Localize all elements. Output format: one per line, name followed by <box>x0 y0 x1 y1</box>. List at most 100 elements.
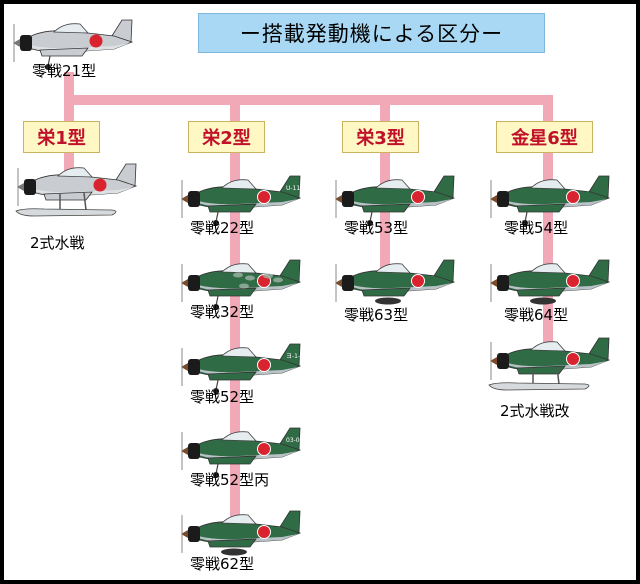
propeller-spinner <box>335 279 342 287</box>
landing-wheel <box>213 220 219 226</box>
zero-32-image <box>181 259 302 310</box>
engine-cowling <box>497 275 509 291</box>
hinomaru-roundel <box>566 274 580 288</box>
landing-wheel <box>367 220 373 226</box>
propeller-spinner <box>490 195 497 203</box>
hinomaru-roundel <box>257 358 271 372</box>
zero-64-image <box>490 259 611 305</box>
engine-cowling <box>20 35 32 51</box>
wing <box>39 47 89 57</box>
hinomaru-roundel <box>93 178 107 192</box>
hinomaru-roundel <box>257 442 271 456</box>
camouflage-spot <box>239 283 249 289</box>
label-zero-53: 零戦53型 <box>344 219 409 237</box>
canopy <box>221 179 257 190</box>
label-zero-21: 零戦21型 <box>32 62 97 80</box>
engine-badge-sakae2: 栄2型 <box>188 121 265 153</box>
wing <box>207 287 257 297</box>
engine-badge-sakae1: 栄1型 <box>23 121 100 153</box>
zero-52c-image: 03-05 <box>181 427 304 478</box>
hinomaru-roundel <box>257 525 271 539</box>
wing <box>207 538 257 548</box>
tail-code: ヨ-1-111 <box>286 353 308 360</box>
connector-col4 <box>543 100 553 365</box>
label-zero-64: 零戦64型 <box>504 306 569 324</box>
engine-cowling <box>342 191 354 207</box>
canopy <box>53 23 89 34</box>
propeller-spinner <box>181 530 188 538</box>
landing-wheel <box>45 64 51 70</box>
zero-21-image <box>13 19 134 70</box>
tail-code: 03-05 <box>286 437 304 444</box>
wing <box>361 287 411 297</box>
float-strut <box>556 366 560 385</box>
main-float <box>488 382 590 391</box>
hinomaru-roundel <box>566 190 580 204</box>
underwing-bomb <box>530 297 556 305</box>
wing <box>516 203 566 213</box>
underwing-bomb <box>375 297 401 305</box>
propeller-spinner <box>181 363 188 371</box>
engine-badge-kinsei6: 金星6型 <box>496 121 593 153</box>
landing-wheel <box>213 388 219 394</box>
engine-cowling <box>188 191 200 207</box>
propeller-spinner <box>490 357 497 365</box>
hinomaru-roundel <box>89 34 103 48</box>
label-zero-22: 零戦22型 <box>190 219 255 237</box>
landing-wheel <box>522 220 528 226</box>
canopy <box>221 514 257 525</box>
landing-wheel <box>213 304 219 310</box>
wing <box>516 365 566 375</box>
propeller-spinner <box>181 447 188 455</box>
hinomaru-roundel <box>411 190 425 204</box>
zero-62-image <box>181 510 302 556</box>
canopy <box>221 431 257 442</box>
canopy <box>221 347 257 358</box>
label-type2-seaplane: 2式水戦 <box>30 234 85 252</box>
wing <box>516 287 566 297</box>
hinomaru-roundel <box>411 274 425 288</box>
label-zero-62: 零戦62型 <box>190 555 255 573</box>
zero-54-image <box>490 175 611 226</box>
canopy <box>530 263 566 274</box>
label-zero-52: 零戦52型 <box>190 388 255 406</box>
type2-seaplane-kai-image <box>488 337 611 391</box>
main-float <box>15 208 117 217</box>
engine-cowling <box>188 275 200 291</box>
hinomaru-roundel <box>257 190 271 204</box>
propeller-spinner <box>13 39 20 47</box>
canopy <box>530 179 566 190</box>
diagram-title: ー搭載発動機による区分ー <box>198 13 545 53</box>
propeller-spinner <box>17 183 24 191</box>
camouflage-spot <box>233 272 243 278</box>
propeller-spinner <box>181 279 188 287</box>
camouflage-spot <box>245 275 255 281</box>
propeller-spinner <box>490 279 497 287</box>
zero-52-image: ヨ-1-111 <box>181 343 308 394</box>
connector-trunk <box>64 72 74 102</box>
zero-63-image <box>335 259 456 305</box>
engine-cowling <box>497 191 509 207</box>
label-zero-32: 零戦32型 <box>190 303 255 321</box>
tail-code: U-118 <box>286 185 304 192</box>
underwing-bomb <box>221 548 247 556</box>
float-strut <box>83 192 87 211</box>
canopy <box>221 263 257 274</box>
type2-seaplane-image <box>15 163 138 217</box>
connector-horizontal <box>64 95 553 105</box>
canopy <box>57 167 93 178</box>
engine-cowling <box>188 443 200 459</box>
canopy <box>375 179 411 190</box>
camouflage-spot <box>263 273 273 279</box>
engine-cowling <box>188 526 200 542</box>
label-zero-63: 零戦63型 <box>344 306 409 324</box>
connector-col2 <box>230 100 240 530</box>
wing <box>207 371 257 381</box>
hinomaru-roundel <box>566 352 580 366</box>
canopy <box>375 263 411 274</box>
landing-wheel <box>213 472 219 478</box>
engine-cowling <box>24 179 36 195</box>
canopy <box>530 341 566 352</box>
propeller-spinner <box>181 195 188 203</box>
